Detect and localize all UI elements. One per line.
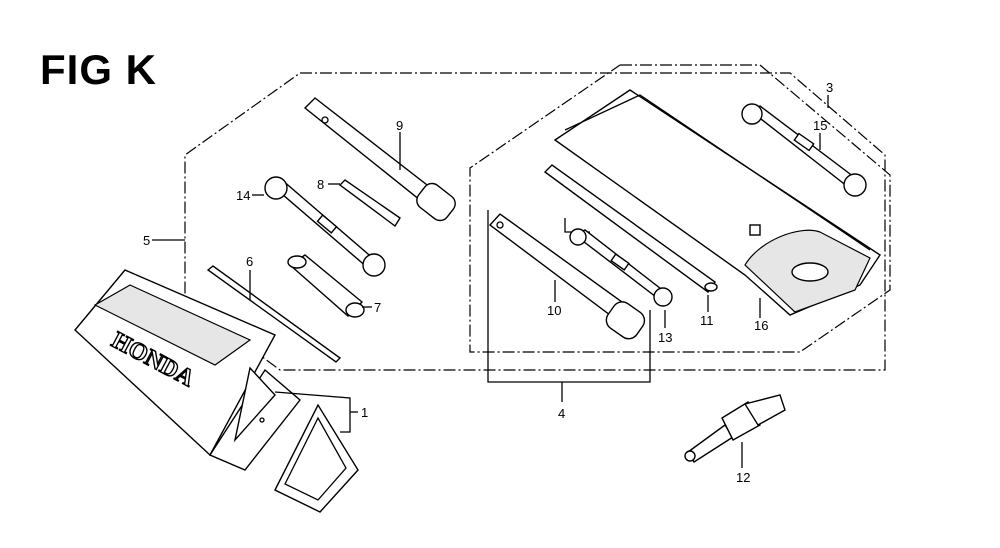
open-wrench-15 — [741, 103, 867, 197]
open-wrench-13 — [569, 228, 673, 307]
tool-rod — [543, 164, 718, 293]
group-1-bracket — [274, 391, 351, 433]
callout-10: 10 — [547, 303, 561, 318]
callout-12: 12 — [736, 470, 750, 485]
open-wrench-14 — [264, 176, 386, 277]
screwdriver-bit — [338, 179, 401, 228]
figure-title: FIG K — [40, 46, 157, 93]
screwdriver-shaft — [206, 265, 342, 363]
box-wrench-large — [488, 213, 646, 340]
screwdriver-handle — [287, 254, 365, 318]
callout-13: 13 — [658, 330, 672, 345]
callout-9: 9 — [396, 118, 403, 133]
callout-15: 15 — [813, 118, 827, 133]
group-5-outline — [184, 72, 886, 371]
callout-1: 1 — [361, 405, 368, 420]
spark-plug — [684, 394, 786, 463]
group-4-bracket — [487, 210, 651, 383]
callout-4: 4 — [558, 406, 565, 421]
callout-3: 3 — [826, 80, 833, 95]
callout-6: 6 — [246, 254, 253, 269]
callout-5: 5 — [143, 233, 150, 248]
callout-16: 16 — [754, 318, 768, 333]
callout-14: 14 — [236, 188, 250, 203]
tool-roll-bag — [553, 89, 881, 316]
callout-11: 11 — [700, 313, 714, 328]
callout-8: 8 — [317, 177, 324, 192]
group-3-outline — [469, 64, 891, 353]
reflector-case: HONDA — [74, 269, 301, 471]
reflector-triangle — [274, 403, 359, 513]
box-wrench-9 — [303, 97, 456, 222]
callout-7: 7 — [374, 300, 381, 315]
snap-button — [749, 224, 761, 236]
honda-logo-patch — [791, 262, 829, 282]
